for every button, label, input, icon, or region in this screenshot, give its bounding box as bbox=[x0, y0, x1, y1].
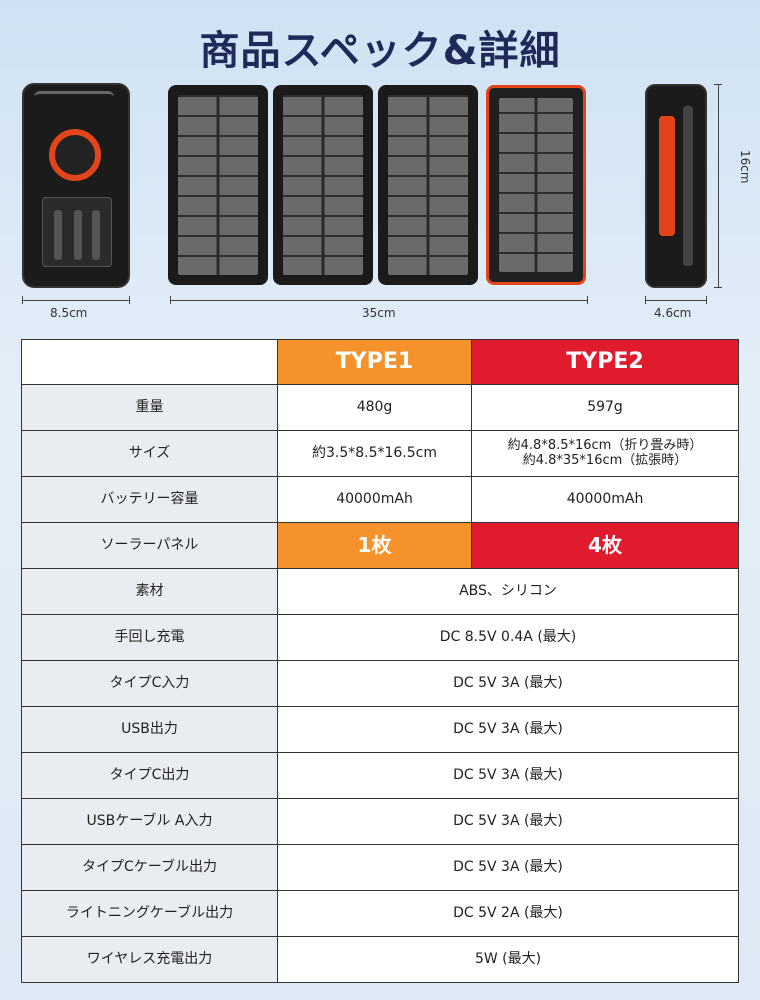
wireless-charging-ring bbox=[49, 129, 101, 181]
table-header-row: TYPE1 TYPE2 bbox=[21, 339, 739, 385]
type2-value: 597g bbox=[471, 384, 739, 431]
solar-panel-main bbox=[486, 85, 586, 285]
row-label: ソーラーパネル bbox=[21, 522, 278, 569]
dim-tick bbox=[129, 296, 130, 304]
cable bbox=[92, 210, 100, 260]
row-label: 手回し充電 bbox=[21, 614, 278, 661]
dim-line-thickness bbox=[645, 300, 707, 301]
shared-value: DC 5V 2A (最大) bbox=[277, 890, 739, 937]
table-row: タイプC出力 DC 5V 3A (最大) bbox=[21, 752, 739, 799]
solar-panel bbox=[378, 85, 478, 285]
shared-value: 5W (最大) bbox=[277, 936, 739, 983]
table-row: USB出力 DC 5V 3A (最大) bbox=[21, 706, 739, 753]
dim-label-open-width: 35cm bbox=[362, 306, 396, 320]
table-row: サイズ 約3.5*8.5*16.5cm 約4.8*8.5*16cm（折り畳み時）… bbox=[21, 430, 739, 477]
cable bbox=[74, 210, 82, 260]
table-row: 手回し充電 DC 8.5V 0.4A (最大) bbox=[21, 614, 739, 661]
row-label: サイズ bbox=[21, 430, 278, 477]
type2-size-folded: 約4.8*8.5*16cm（折り畳み時） bbox=[507, 437, 703, 453]
page-title: 商品スペック&詳細 bbox=[199, 28, 561, 74]
type1-value: 約3.5*8.5*16.5cm bbox=[277, 430, 472, 477]
dim-line-front bbox=[22, 300, 130, 301]
shared-value: DC 8.5V 0.4A (最大) bbox=[277, 614, 739, 661]
shared-value: DC 5V 3A (最大) bbox=[277, 798, 739, 845]
power-bank-front-image bbox=[22, 83, 130, 288]
table-row: タイプCケーブル出力 DC 5V 3A (最大) bbox=[21, 844, 739, 891]
type2-value: 40000mAh bbox=[471, 476, 739, 523]
table-row: ワイヤレス充電出力 5W (最大) bbox=[21, 936, 739, 983]
row-label: USBケーブル A入力 bbox=[21, 798, 278, 845]
shared-value: DC 5V 3A (最大) bbox=[277, 752, 739, 799]
solar-panel bbox=[168, 85, 268, 285]
dim-label-height: 16cm bbox=[738, 150, 752, 184]
type2-value: 約4.8*8.5*16cm（折り畳み時） 約4.8*35*16cm（拡張時） bbox=[471, 430, 739, 477]
header-blank bbox=[21, 339, 278, 385]
row-label: タイプC入力 bbox=[21, 660, 278, 707]
shared-value: DC 5V 3A (最大) bbox=[277, 660, 739, 707]
row-label: 素材 bbox=[21, 568, 278, 615]
table-row: USBケーブル A入力 DC 5V 3A (最大) bbox=[21, 798, 739, 845]
row-label: タイプC出力 bbox=[21, 752, 278, 799]
power-bank-side-image bbox=[645, 84, 707, 288]
dim-label-thickness: 4.6cm bbox=[654, 306, 692, 320]
dim-tick bbox=[645, 296, 646, 304]
table-row: ライトニングケーブル出力 DC 5V 2A (最大) bbox=[21, 890, 739, 937]
dim-tick bbox=[714, 287, 722, 288]
dim-tick bbox=[714, 84, 722, 85]
side-bar bbox=[683, 106, 693, 266]
dim-tick bbox=[22, 296, 23, 304]
cable bbox=[54, 210, 62, 260]
type1-value: 480g bbox=[277, 384, 472, 431]
dim-line-open bbox=[170, 300, 588, 301]
table-row: ソーラーパネル 1枚 4枚 bbox=[21, 522, 739, 569]
solar-panel bbox=[273, 85, 373, 285]
dim-tick bbox=[170, 296, 171, 304]
type2-value: 4枚 bbox=[471, 522, 739, 569]
row-label: タイプCケーブル出力 bbox=[21, 844, 278, 891]
dim-line-height bbox=[718, 84, 719, 288]
dim-label-front-width: 8.5cm bbox=[50, 306, 88, 320]
shared-value: DC 5V 3A (最大) bbox=[277, 706, 739, 753]
row-label: ライトニングケーブル出力 bbox=[21, 890, 278, 937]
dim-tick bbox=[706, 296, 707, 304]
orange-grip bbox=[659, 116, 675, 236]
table-row: 重量 480g 597g bbox=[21, 384, 739, 431]
dim-tick bbox=[587, 296, 588, 304]
header-type2: TYPE2 bbox=[471, 339, 739, 385]
type1-value: 1枚 bbox=[277, 522, 472, 569]
shared-value: ABS、シリコン bbox=[277, 568, 739, 615]
header-type1: TYPE1 bbox=[277, 339, 472, 385]
row-label: USB出力 bbox=[21, 706, 278, 753]
solar-panels-image bbox=[168, 85, 588, 285]
spec-table: TYPE1 TYPE2 重量 480g 597g サイズ 約3.5*8.5*16… bbox=[21, 339, 739, 983]
row-label: ワイヤレス充電出力 bbox=[21, 936, 278, 983]
type2-size-expanded: 約4.8*35*16cm（拡張時） bbox=[522, 452, 688, 468]
type1-value: 40000mAh bbox=[277, 476, 472, 523]
table-row: バッテリー容量 40000mAh 40000mAh bbox=[21, 476, 739, 523]
row-label: 重量 bbox=[21, 384, 278, 431]
table-row: 素材 ABS、シリコン bbox=[21, 568, 739, 615]
row-label: バッテリー容量 bbox=[21, 476, 278, 523]
shared-value: DC 5V 3A (最大) bbox=[277, 844, 739, 891]
table-row: タイプC入力 DC 5V 3A (最大) bbox=[21, 660, 739, 707]
carabiner-clip bbox=[34, 91, 114, 105]
